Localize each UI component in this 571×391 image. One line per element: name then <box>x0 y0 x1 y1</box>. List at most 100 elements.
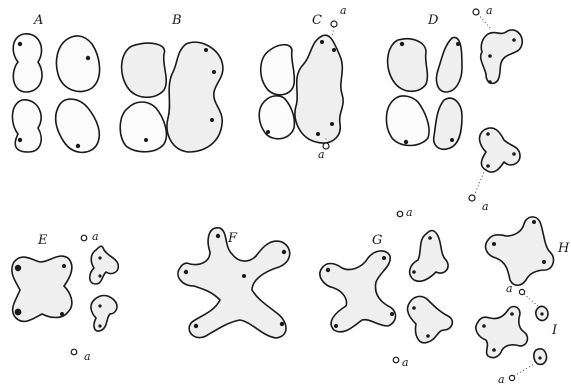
stage-g-marker-bead <box>397 211 403 217</box>
stage-a-group: A <box>12 13 99 152</box>
stage-label-g: G <box>372 233 382 248</box>
stage-g-nucleus <box>326 268 330 272</box>
stage-i-nucleus <box>510 312 514 316</box>
stage-b-cell-left <box>122 43 167 97</box>
stage-c-marker-label: a <box>318 148 325 161</box>
stage-b-nucleus <box>204 48 208 52</box>
stage-i-marker-bead <box>509 375 514 380</box>
stage-b-nucleus <box>144 138 148 142</box>
stage-b-cell-bottom <box>120 102 166 152</box>
stage-d-frag-lower <box>480 128 520 172</box>
stage-i-cell-main <box>476 307 528 358</box>
stage-i-marker-label: a <box>498 373 505 386</box>
stage-c-nucleus <box>316 132 320 136</box>
stage-a-nucleus <box>18 138 22 142</box>
stage-d-nucleus <box>488 54 492 58</box>
stage-d-nucleus <box>404 140 408 144</box>
stage-e-marker-bead <box>81 235 87 241</box>
stage-c-cell-bl <box>259 96 294 139</box>
stage-g-marker-bead <box>393 357 399 363</box>
stage-c-nucleus <box>266 130 270 134</box>
stage-g-nucleus <box>412 306 416 310</box>
stage-d-marker-label: a <box>486 4 493 17</box>
stage-d-nucleus <box>488 80 492 84</box>
stage-g-marker-label: a <box>406 206 413 219</box>
stage-h-nucleus <box>542 260 546 264</box>
stage-i-nucleus <box>538 356 541 359</box>
stage-f-nucleus <box>280 322 284 326</box>
stage-c-nucleus <box>320 40 324 44</box>
stage-a-cell-tl <box>13 34 42 92</box>
stage-i-nucleus <box>482 324 486 328</box>
stage-g-frag-lower <box>408 296 453 342</box>
stage-d-nucleus <box>400 42 404 46</box>
stage-e-nucleus <box>98 324 101 327</box>
stage-d-nucleus <box>486 132 490 136</box>
stage-label-a: A <box>33 13 43 28</box>
stage-c-cell-main <box>295 35 343 143</box>
stage-b-cell-right <box>167 42 223 152</box>
stage-h-group: H <box>486 217 570 285</box>
stage-c-marker-bead <box>331 21 337 27</box>
stage-d-nucleus <box>486 164 490 168</box>
stage-h-nucleus <box>492 242 496 246</box>
stage-h-cell-main <box>486 217 554 285</box>
stage-f-nucleus <box>216 234 220 238</box>
stage-a-nucleus <box>76 144 80 148</box>
stage-c-cell-tl <box>261 45 295 95</box>
stage-e-nucleus <box>15 265 21 271</box>
stage-label-h: H <box>557 241 570 256</box>
stage-d-nucleus <box>512 38 516 42</box>
stage-label-e: E <box>37 233 48 248</box>
stage-label-f: F <box>227 231 238 246</box>
stage-e-group: E a a <box>12 230 118 363</box>
stage-b-group: B <box>120 13 223 152</box>
stage-g-nucleus <box>382 256 386 260</box>
stage-a-nucleus <box>18 42 22 46</box>
stage-i-marker-bead <box>519 289 524 294</box>
stage-c-nucleus <box>330 122 334 126</box>
stage-g-group: G a a <box>320 206 452 369</box>
stage-a-cell-bl <box>12 100 41 152</box>
stage-e-nucleus <box>98 256 101 259</box>
stage-i-nucleus <box>540 312 543 315</box>
stage-d-nucleus <box>450 138 454 142</box>
stage-e-nucleus <box>98 274 101 277</box>
stage-f-group: F <box>178 228 290 338</box>
stage-i-nucleus <box>492 348 496 352</box>
stage-e-nucleus <box>98 304 101 307</box>
stage-g-nucleus <box>390 312 394 316</box>
stage-f-nucleus <box>242 274 246 278</box>
stage-e-nucleus <box>15 309 22 316</box>
stage-d-group: D a a <box>386 4 522 213</box>
stage-g-nucleus <box>428 236 432 240</box>
stage-c-group: C a a <box>259 4 346 161</box>
stage-d-nucleus <box>456 42 460 46</box>
stage-f-nucleus <box>184 270 188 274</box>
stage-d-nucleus <box>512 152 516 156</box>
stage-label-b: B <box>171 13 182 28</box>
stage-g-marker-label: a <box>402 356 409 369</box>
stage-a-cell-tr <box>56 36 99 92</box>
stage-f-nucleus <box>282 250 286 254</box>
stage-g-nucleus <box>334 324 338 328</box>
stage-e-marker-label: a <box>84 350 91 363</box>
stage-e-nucleus <box>62 264 66 268</box>
stage-d-marker-label: a <box>482 200 489 213</box>
stage-c-nucleus <box>332 48 336 52</box>
stage-e-frag-lower <box>91 296 117 332</box>
stage-label-i: I <box>551 323 558 338</box>
stage-e-nucleus <box>60 312 64 316</box>
stage-e-marker-bead <box>71 349 77 355</box>
stage-g-nucleus <box>412 270 416 274</box>
stage-e-frag-upper <box>90 246 119 284</box>
stage-g-cell-main <box>320 251 396 332</box>
stage-b-nucleus <box>212 70 216 74</box>
stage-a-nucleus <box>86 56 90 60</box>
stage-f-nucleus <box>194 324 198 328</box>
stage-label-d: D <box>427 13 439 28</box>
stage-h-nucleus <box>532 220 536 224</box>
stage-g-nucleus <box>426 334 430 338</box>
